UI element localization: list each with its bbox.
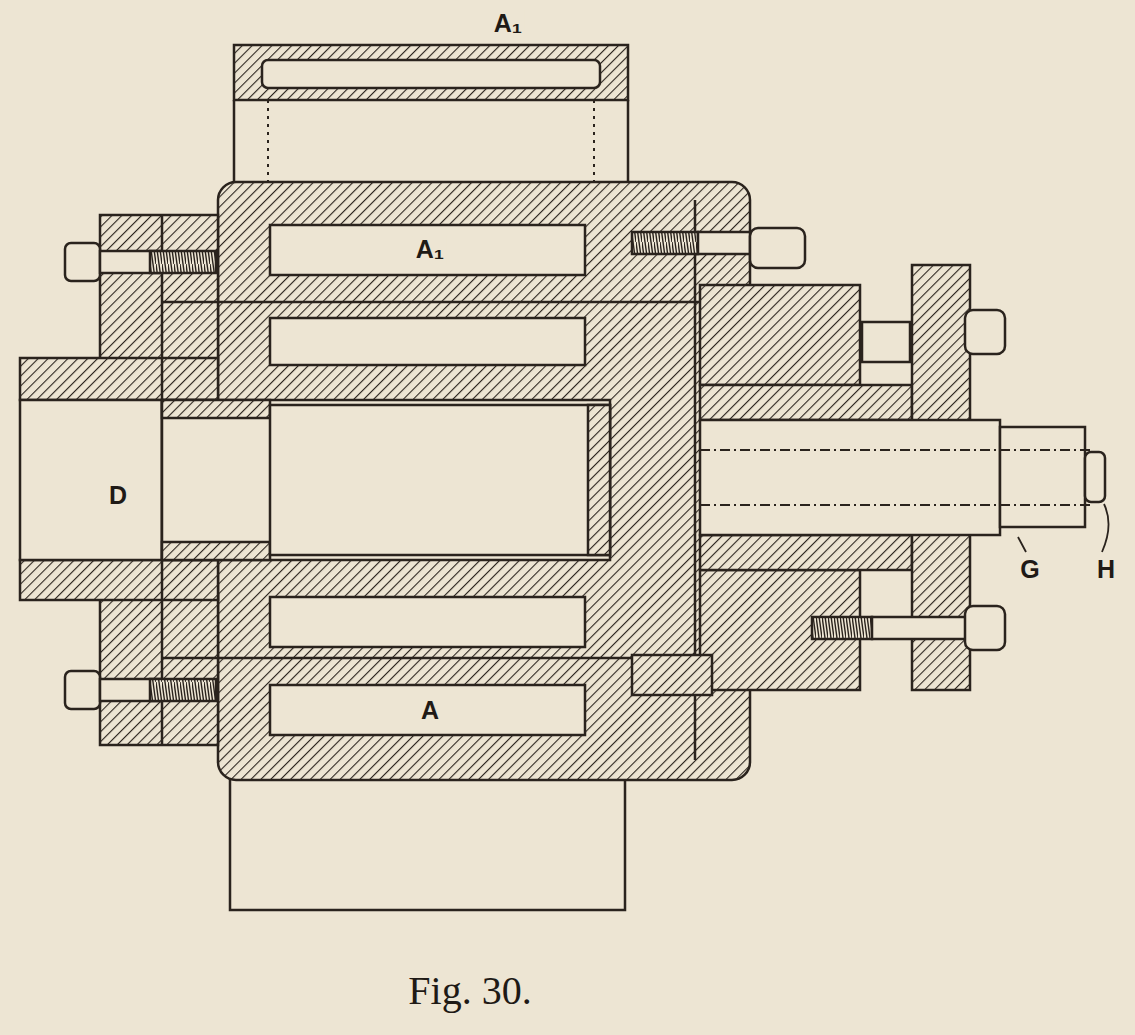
liner (162, 400, 270, 418)
slot (270, 685, 585, 735)
part-label: A₁ (413, 236, 447, 264)
flange (100, 215, 218, 365)
gland (700, 385, 912, 420)
stem-end (1000, 427, 1085, 527)
pipe-wall (20, 358, 218, 400)
slot (270, 597, 585, 647)
plug (270, 405, 610, 555)
slot (270, 318, 585, 365)
center-line (700, 450, 1090, 505)
bolt-thread (150, 251, 216, 273)
bolt (698, 232, 750, 254)
nut (862, 322, 910, 362)
valve-body (218, 182, 750, 780)
figure-caption: Fig. 30. (408, 967, 531, 1014)
bolt-thread (632, 232, 698, 254)
liner (162, 542, 270, 560)
gland (700, 535, 912, 570)
part-label: H (1094, 556, 1118, 584)
slot (262, 60, 600, 88)
pipe-bore (20, 400, 162, 560)
part-label: A (418, 697, 442, 725)
bolt-thread (812, 617, 872, 639)
part-label: A₁ (491, 10, 525, 38)
bolt (872, 617, 970, 639)
slot (270, 225, 585, 275)
leader-line (1018, 537, 1026, 552)
drawing (20, 45, 1109, 910)
bore (162, 400, 610, 560)
part-label: D (106, 482, 130, 510)
cover (700, 285, 860, 385)
bolt-head (965, 310, 1005, 354)
flange (100, 595, 218, 745)
bolt-thread (150, 679, 216, 701)
stem (700, 420, 1000, 535)
pipe-wall (230, 775, 625, 910)
nut (1085, 452, 1105, 502)
pipe-wall (20, 560, 218, 600)
plug-end (588, 405, 610, 555)
bolt-thread (632, 655, 712, 695)
bolt-head (65, 243, 100, 281)
pipe-wall (234, 100, 628, 185)
top-cap (234, 45, 628, 100)
bolt-head (965, 606, 1005, 650)
part-label: G (1017, 556, 1042, 584)
bolt-head (750, 228, 805, 268)
bolt-head (65, 671, 100, 709)
joint-line (162, 302, 700, 658)
hidden-line (268, 100, 594, 182)
leader-line (1102, 504, 1109, 552)
